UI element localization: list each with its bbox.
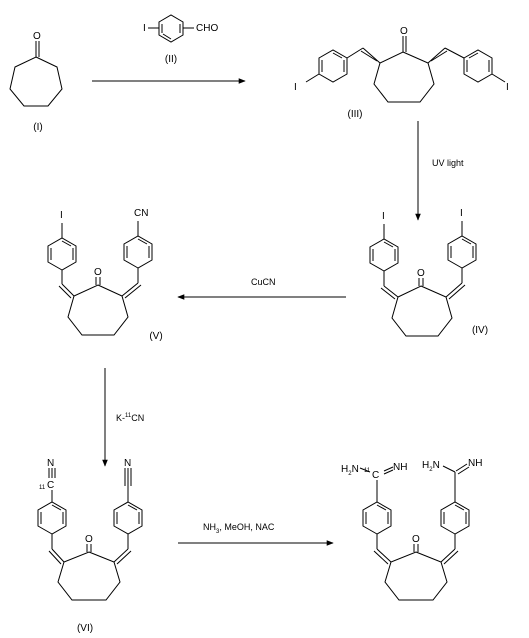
reagent-uv: UV light: [432, 158, 464, 168]
label-III: (III): [348, 109, 363, 120]
label-II: (II): [165, 54, 177, 65]
atom-O: O: [85, 534, 93, 545]
compound-VI: O 11 C N N (VI): [37, 458, 143, 634]
atom-NH: NH: [393, 462, 407, 473]
atom-C: C: [47, 480, 54, 491]
isotope-11: 11: [39, 485, 46, 491]
atom-I: I: [294, 82, 297, 93]
atom-N: N: [47, 458, 54, 469]
atom-O: O: [400, 26, 408, 37]
atom-O: O: [33, 31, 41, 42]
atom-O: O: [417, 268, 425, 279]
label-VI: (VI): [77, 623, 93, 634]
atom-I: I: [382, 211, 385, 222]
label-IV: (IV): [472, 325, 488, 336]
atom-C: C: [372, 470, 379, 481]
atom-N: N: [124, 458, 131, 469]
label-I: (I): [33, 122, 42, 133]
atom-O: O: [412, 534, 420, 545]
atom-I: I: [143, 23, 146, 34]
atom-I: I: [460, 208, 463, 219]
atom-I: I: [506, 82, 509, 93]
atom-H2N: H2N: [341, 464, 359, 477]
compound-IV: O I I (IV): [369, 208, 488, 337]
atom-CHO: CHO: [196, 23, 218, 34]
compound-III: O I I (III): [294, 26, 509, 120]
compound-II: I CHO (II): [143, 14, 218, 65]
reagent-k11cn: K-11CN: [116, 413, 144, 423]
atom-O: O: [94, 267, 102, 278]
compound-I: O (I): [9, 31, 63, 133]
reagent-amidine: NH3, MeOH, NAC: [203, 522, 275, 535]
atom-CN: CN: [134, 208, 148, 219]
reagent-cucn: CuCN: [251, 277, 276, 287]
atom-NH: NH: [468, 458, 482, 469]
label-V: (V): [149, 331, 162, 342]
atom-H2N: H2N: [422, 460, 440, 473]
compound-amidine-product: O H2N 11 C NH H2N NH: [341, 458, 482, 601]
atom-I: I: [60, 210, 63, 221]
compound-V: O I CN (V): [47, 208, 163, 342]
